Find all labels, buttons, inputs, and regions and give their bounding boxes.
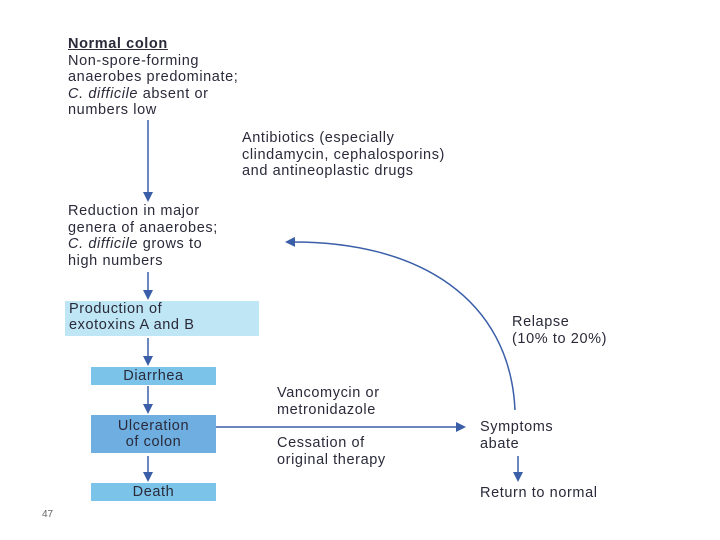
normal-colon-line-2: anaerobes predominate; [68, 69, 239, 85]
diarrhea-box: Diarrhea [91, 367, 216, 385]
normal-colon-title: Normal colon [68, 36, 168, 52]
normal-colon-block: Normal colon Non-spore-forming anaerobes… [68, 36, 238, 119]
cessation-block: Cessation of original therapy [277, 435, 386, 468]
antibiotics-line-2: clindamycin, cephalosporins) [242, 146, 445, 163]
cessation-line-2: original therapy [277, 451, 386, 468]
relapse-block: Relapse (10% to 20%) [512, 314, 607, 347]
relapse-line-2: (10% to 20%) [512, 330, 608, 347]
death-label: Death [132, 484, 175, 500]
symptoms-line-2: abate [480, 435, 520, 452]
normal-colon-line-3: C. difficile absent or [68, 85, 209, 102]
antibiotics-block: Antibiotics (especially clindamycin, cep… [242, 130, 445, 180]
treatment-line-2: metronidazole [277, 401, 376, 418]
reduction-line-2: genera of anaerobes; [68, 219, 218, 236]
reduction-block: Reduction in major genera of anaerobes; … [68, 203, 218, 269]
production-box: Production of exotoxins A and B [65, 301, 259, 336]
ulceration-line-2: of colon [125, 434, 182, 450]
production-line-2: exotoxins A and B [69, 317, 195, 333]
slide-number: 47 [42, 509, 54, 520]
symptoms-block: Symptoms abate [480, 419, 553, 452]
cessation-line-1: Cessation of [277, 435, 365, 451]
ulceration-box: Ulceration of colon [91, 415, 216, 453]
death-box: Death [91, 483, 216, 501]
treatment-line-1: Vancomycin or [277, 385, 380, 401]
ulceration-line-1: Ulceration [117, 418, 190, 434]
normal-colon-line-1: Non-spore-forming [68, 52, 200, 69]
arrow-relapse-curve [285, 236, 516, 411]
normal-colon-line-4: numbers low [68, 102, 157, 118]
diarrhea-label: Diarrhea [123, 368, 184, 384]
production-line-1: Production of [69, 301, 163, 317]
reduction-line-1: Reduction in major [68, 203, 200, 219]
symptoms-line-1: Symptoms [480, 419, 554, 435]
antibiotics-line-3: and antineoplastic drugs [242, 163, 414, 179]
reduction-line-3: C. difficile grows to [68, 236, 203, 252]
relapse-line-1: Relapse [512, 314, 570, 330]
treatment-block: Vancomycin or metronidazole [277, 385, 380, 418]
antibiotics-line-1: Antibiotics (especially [242, 130, 395, 146]
reduction-line-4: high numbers [68, 252, 164, 269]
return-normal-label: Return to normal [480, 485, 598, 501]
